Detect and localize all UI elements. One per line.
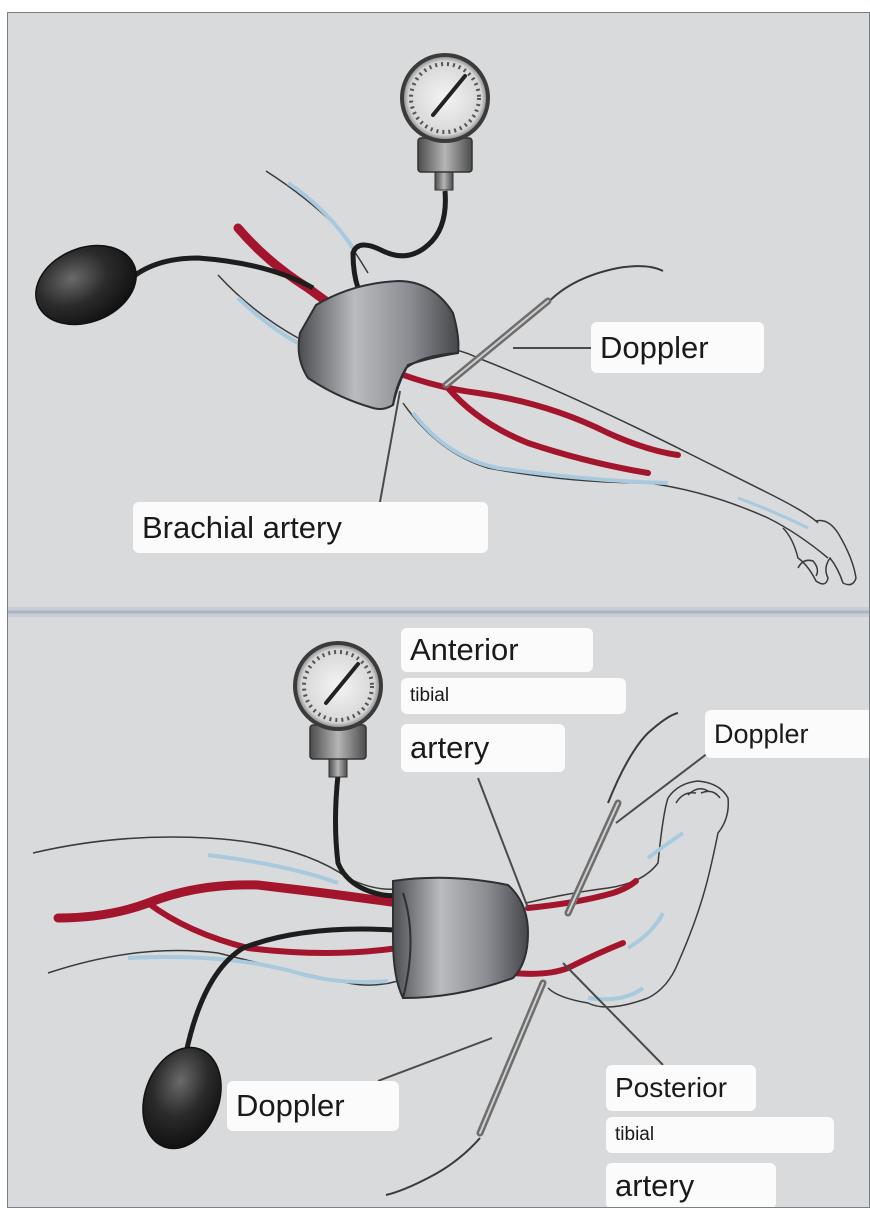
label-doppler-top-right: Doppler bbox=[705, 710, 870, 758]
bulb-tube-top bbox=[128, 258, 313, 288]
label-posterior-artery: artery bbox=[606, 1163, 776, 1208]
doppler-top-right-leader bbox=[616, 753, 708, 823]
label-anterior: Anterior bbox=[401, 628, 593, 672]
hand-outline bbox=[783, 521, 856, 585]
doppler-bottom-left-leader bbox=[378, 1038, 492, 1081]
vein-wrist bbox=[738, 498, 808, 528]
posterior-tibial-leader bbox=[563, 963, 663, 1065]
gauge-tube-top bbox=[353, 191, 445, 288]
vein-leg-bottom bbox=[128, 957, 388, 982]
gauge-tube-bottom bbox=[336, 775, 404, 896]
label-anterior-artery: artery bbox=[401, 724, 565, 772]
pressure-cuff-top bbox=[299, 281, 459, 409]
doppler-cord-bottom-bottom bbox=[386, 1138, 480, 1195]
diagram-figure: Doppler Brachial artery Anterior tibial … bbox=[7, 12, 870, 1208]
arm-outline-lower bbox=[218, 275, 298, 338]
label-anterior-tibial: tibial bbox=[401, 678, 626, 714]
bulb-tube-bottom bbox=[186, 929, 408, 1053]
toes-outline bbox=[676, 789, 720, 803]
label-doppler-top: Doppler bbox=[591, 322, 764, 373]
leg-artery-upper bbox=[58, 885, 398, 918]
doppler-cord-top bbox=[543, 266, 663, 308]
label-posterior: Posterior bbox=[606, 1065, 756, 1111]
label-doppler-bottom-left: Doppler bbox=[227, 1081, 399, 1131]
inflation-bulb-bottom bbox=[129, 1036, 234, 1159]
pressure-gauge-bottom bbox=[295, 643, 381, 777]
vein-foot bbox=[588, 833, 683, 999]
doppler-cord-bottom-top bbox=[608, 713, 678, 803]
diagram-artwork bbox=[8, 13, 870, 1208]
pressure-cuff-bottom bbox=[393, 878, 528, 998]
pressure-gauge-top bbox=[402, 55, 488, 190]
leg-outline-top bbox=[33, 837, 403, 889]
vein-leg-top bbox=[208, 855, 338, 883]
inflation-bulb-top bbox=[24, 231, 148, 339]
label-posterior-tibial: tibial bbox=[606, 1117, 834, 1153]
label-brachial-artery: Brachial artery bbox=[133, 502, 488, 553]
vein-arm-lower bbox=[238, 298, 298, 343]
